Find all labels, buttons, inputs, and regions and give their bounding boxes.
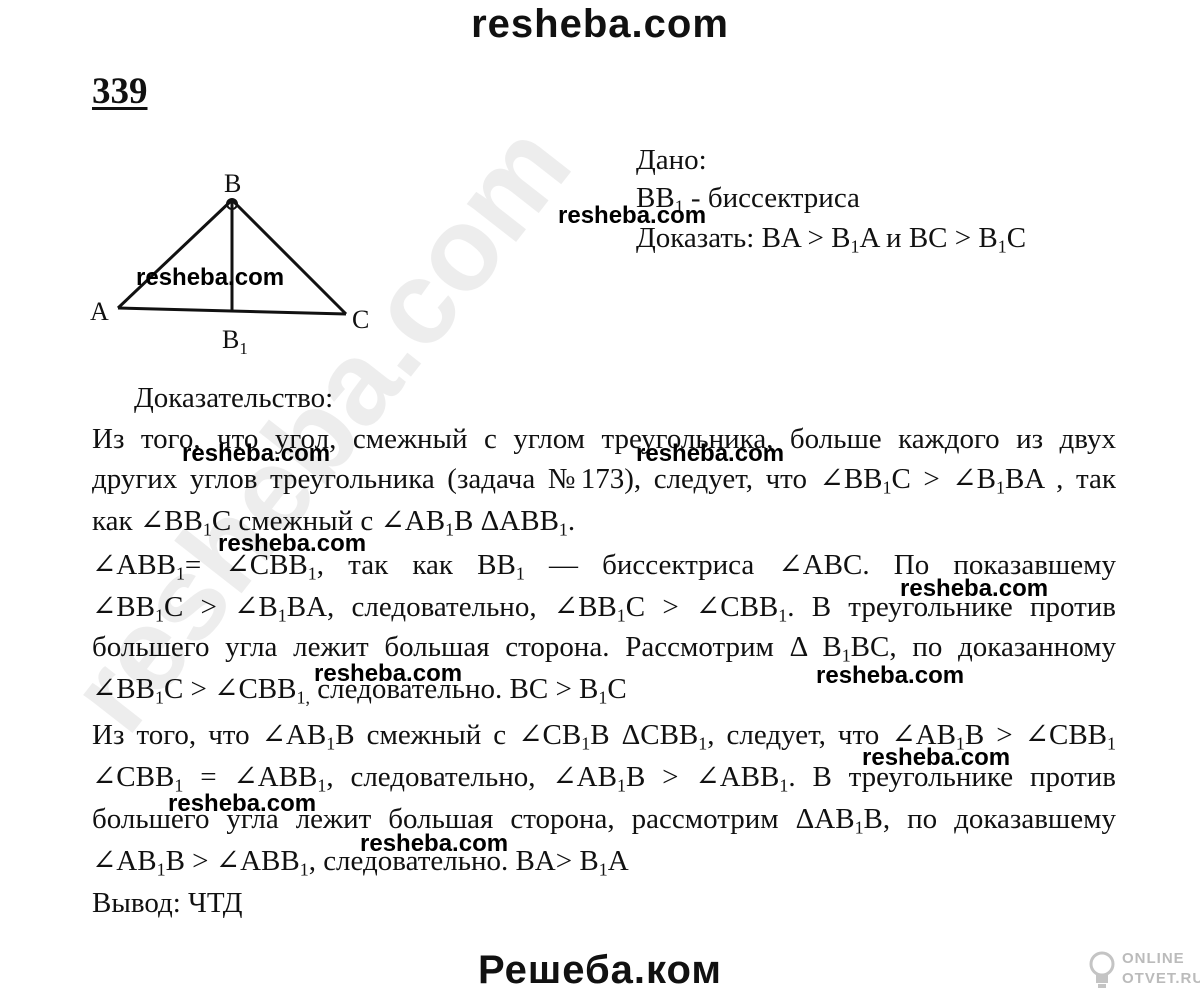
vertex-c-label: C <box>352 305 369 334</box>
watermark: resheba.com <box>168 790 317 817</box>
prove-statement: Доказать: BA > B1A и BC > B1C <box>636 222 1027 257</box>
proof-line: Из того, что угол, смежный с углом треуг… <box>92 423 1116 455</box>
proof-line: большего угла лежит большая сторона. Рас… <box>92 631 1116 666</box>
watermark: resheba.com <box>360 830 509 857</box>
proof-line: как ∠BB1C смежный с ∠AB1B ΔABB1. <box>92 505 576 540</box>
watermark: resheba.com <box>862 744 1011 771</box>
proof-line: других углов треугольника (задача №173),… <box>92 463 1116 498</box>
watermark: resheba.com <box>218 530 367 557</box>
given-heading: Дано: <box>636 144 707 176</box>
vertex-b-dot <box>226 198 238 210</box>
proof-line: ∠ABB1= ∠CBB1, так как BB1 — биссектриса … <box>92 549 1116 584</box>
watermark: resheba.com <box>136 264 285 291</box>
proof-line: большего угла лежит большая сторона, рас… <box>92 803 1116 838</box>
watermark: resheba.com <box>182 440 331 467</box>
proof-line: ∠BB1C > ∠CBB1, следовательно. BC > B1C <box>92 673 627 708</box>
lightbulb-icon <box>1089 951 1115 988</box>
proof-heading: Доказательство: <box>134 382 334 414</box>
proof-line: Из того, что ∠AB1B смежный с ∠CB1B ΔCBB1… <box>92 719 1117 754</box>
site-footer: Решеба.ком <box>477 948 723 992</box>
given-bisector: BB1 - биссектриса <box>636 182 860 217</box>
vertex-a-label: A <box>90 297 109 326</box>
watermark: resheba.com <box>558 202 707 229</box>
triangle-diagram: A B C B1 <box>90 169 369 358</box>
watermark: resheba.com <box>900 575 1049 602</box>
watermark: resheba.com <box>314 660 463 687</box>
site-header: resheba.com <box>471 2 729 46</box>
online-otvet-logo: ONLINE OTVET.RU <box>1088 946 1200 996</box>
proof-line: ∠CBB1 = ∠ABB1, следовательно, ∠AB1B > ∠A… <box>92 761 1116 796</box>
foot-b1-label: B1 <box>222 325 248 358</box>
watermark: resheba.com <box>816 662 965 689</box>
side-ab <box>116 198 234 310</box>
side-bc <box>230 198 348 316</box>
vertex-b-label: B <box>224 169 241 198</box>
proof-line: ∠BB1C > ∠B1BA, следовательно, ∠BB1C > ∠C… <box>92 591 1117 626</box>
watermark: resheba.com <box>636 440 785 467</box>
proof-line: ∠AB1B > ∠ABB1, следовательно. BA> B1A <box>92 845 629 880</box>
problem-number: 339 <box>92 71 148 112</box>
proof-conclusion: Вывод: ЧТД <box>92 887 243 919</box>
